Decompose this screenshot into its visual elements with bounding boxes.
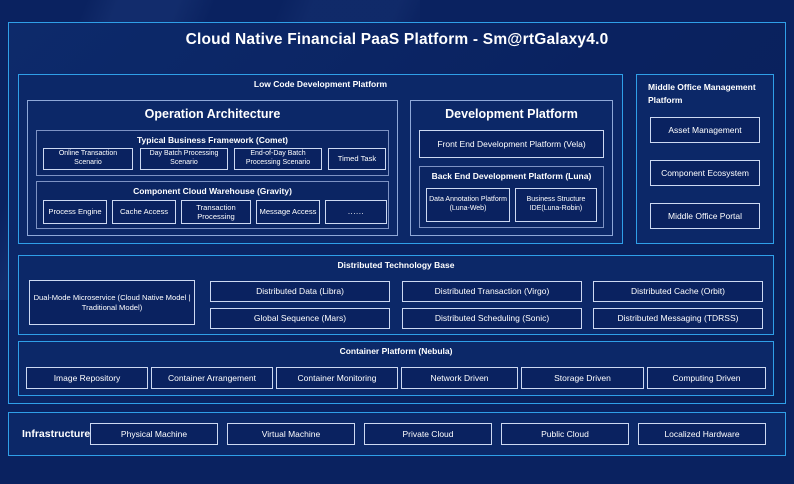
low-code-heading: Low Code Development Platform	[253, 79, 388, 89]
scenario-timed-task[interactable]: Timed Task	[328, 148, 386, 170]
container-image-repository[interactable]: Image Repository	[26, 367, 148, 389]
distributed-data-libra[interactable]: Distributed Data (Libra)	[210, 281, 390, 302]
component-more-ellipsis[interactable]: ......	[325, 200, 387, 224]
component-cloud-warehouse-heading: Component Cloud Warehouse (Gravity)	[133, 186, 292, 196]
infrastructure-localized-hardware[interactable]: Localized Hardware	[638, 423, 766, 445]
typical-business-framework-heading: Typical Business Framework (Comet)	[137, 135, 288, 145]
component-transaction-processing[interactable]: Transaction Processing	[181, 200, 251, 224]
dual-mode-microservice[interactable]: Dual-Mode Microservice (Cloud Native Mod…	[29, 280, 195, 325]
distributed-cache-orbit[interactable]: Distributed Cache (Orbit)	[593, 281, 763, 302]
infrastructure-virtual-machine[interactable]: Virtual Machine	[227, 423, 355, 445]
container-arrangement[interactable]: Container Arrangement	[151, 367, 273, 389]
scenario-end-of-day-batch-processing[interactable]: End-of-Day Batch Processing Scenario	[234, 148, 322, 170]
operation-architecture-title: Operation Architecture	[144, 107, 281, 121]
front-end-development-platform[interactable]: Front End Development Platform (Vela)	[419, 130, 604, 158]
page-title: Cloud Native Financial PaaS Platform - S…	[185, 31, 609, 48]
component-process-engine[interactable]: Process Engine	[43, 200, 107, 224]
middle-office-portal[interactable]: Middle Office Portal	[650, 203, 760, 229]
infrastructure-physical-machine[interactable]: Physical Machine	[90, 423, 218, 445]
global-sequence-mars[interactable]: Global Sequence (Mars)	[210, 308, 390, 329]
component-message-access[interactable]: Message Access	[256, 200, 320, 224]
container-platform-heading: Container Platform (Nebula)	[339, 346, 453, 356]
scenario-online-transaction[interactable]: Online Transaction Scenario	[43, 148, 133, 170]
middle-office-asset-management[interactable]: Asset Management	[650, 117, 760, 143]
data-annotation-platform[interactable]: Data Annotation Platform (Luna-Web)	[426, 188, 510, 222]
container-storage-driven[interactable]: Storage Driven	[521, 367, 644, 389]
infrastructure-label: Infrastructure	[22, 428, 91, 440]
distributed-technology-base-heading: Distributed Technology Base	[337, 260, 455, 270]
container-network-driven[interactable]: Network Driven	[401, 367, 518, 389]
middle-office-component-ecosystem[interactable]: Component Ecosystem	[650, 160, 760, 186]
infrastructure-private-cloud[interactable]: Private Cloud	[364, 423, 492, 445]
business-structure-ide[interactable]: Business Structure IDE(Luna-Robin)	[515, 188, 597, 222]
back-end-development-platform-heading: Back End Development Platform (Luna)	[431, 171, 592, 181]
container-computing-driven[interactable]: Computing Driven	[647, 367, 766, 389]
component-cache-access[interactable]: Cache Access	[112, 200, 176, 224]
distributed-scheduling-sonic[interactable]: Distributed Scheduling (Sonic)	[402, 308, 582, 329]
middle-office-heading: Middle Office Management Platform	[648, 82, 756, 105]
scenario-day-batch-processing[interactable]: Day Batch Processing Scenario	[140, 148, 228, 170]
container-monitoring[interactable]: Container Monitoring	[276, 367, 398, 389]
development-platform-title: Development Platform	[445, 107, 578, 121]
infrastructure-public-cloud[interactable]: Public Cloud	[501, 423, 629, 445]
distributed-transaction-virgo[interactable]: Distributed Transaction (Virgo)	[402, 281, 582, 302]
distributed-messaging-tdrss[interactable]: Distributed Messaging (TDRSS)	[593, 308, 763, 329]
